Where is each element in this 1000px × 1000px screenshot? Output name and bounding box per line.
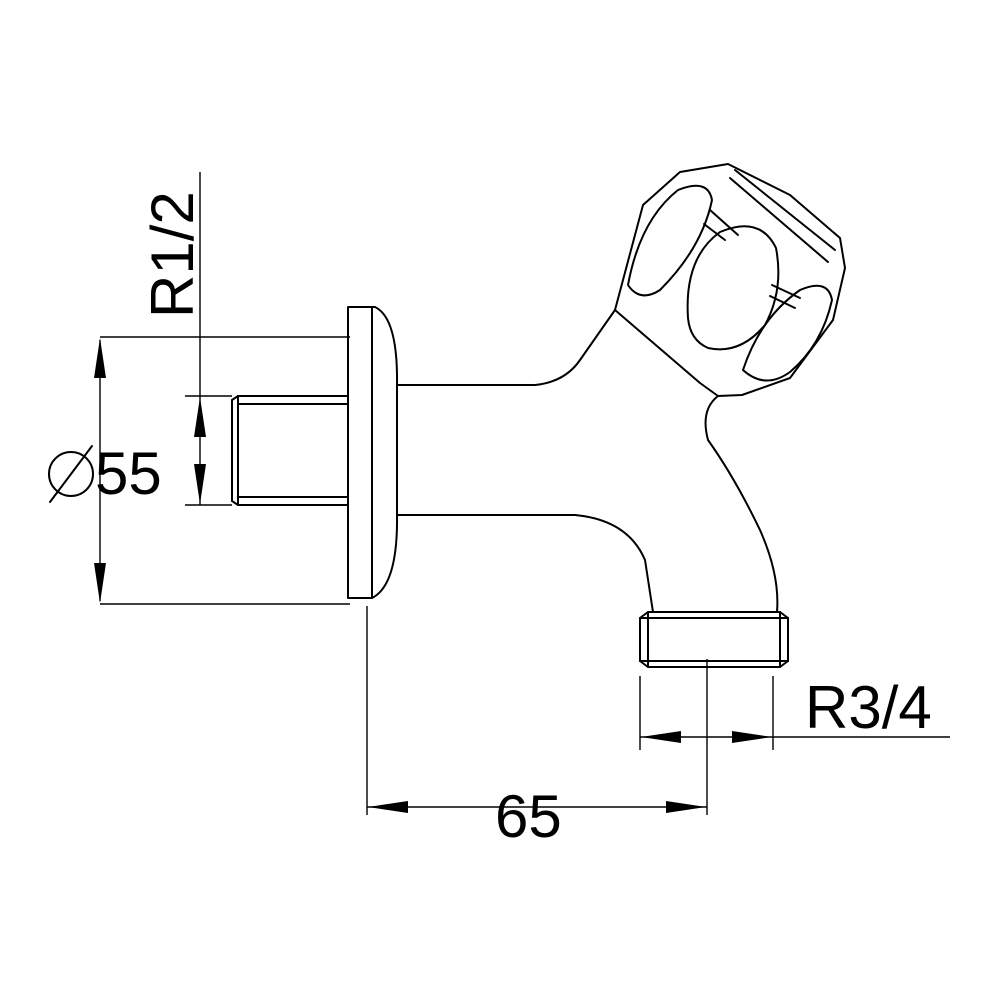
arrowhead <box>194 464 206 504</box>
arrowhead <box>666 801 706 813</box>
projection-length-label: 65 <box>495 783 562 850</box>
outlet-thread-label: R3/4 <box>805 674 932 741</box>
flange-diameter-label: 55 <box>95 440 162 507</box>
dimension-outlet-thread: R3/4 <box>639 674 950 750</box>
valve-handle <box>614 163 846 397</box>
wall-flange <box>347 306 399 599</box>
arrowhead <box>641 731 681 743</box>
arrowhead <box>732 731 772 743</box>
dimension-flange-diameter: 55 <box>48 336 350 605</box>
arrowhead <box>194 397 206 437</box>
arrowhead <box>94 563 106 603</box>
inlet-thread <box>231 395 349 506</box>
faucet-body <box>396 309 779 613</box>
dimension-inlet-thread: R1/2 <box>139 172 232 506</box>
outlet-nut <box>639 611 789 668</box>
diameter-icon <box>48 445 94 503</box>
inlet-thread-label: R1/2 <box>139 191 206 318</box>
arrowhead <box>368 801 408 813</box>
dimension-projection-length: 65 <box>366 606 708 850</box>
arrowhead <box>94 338 106 378</box>
